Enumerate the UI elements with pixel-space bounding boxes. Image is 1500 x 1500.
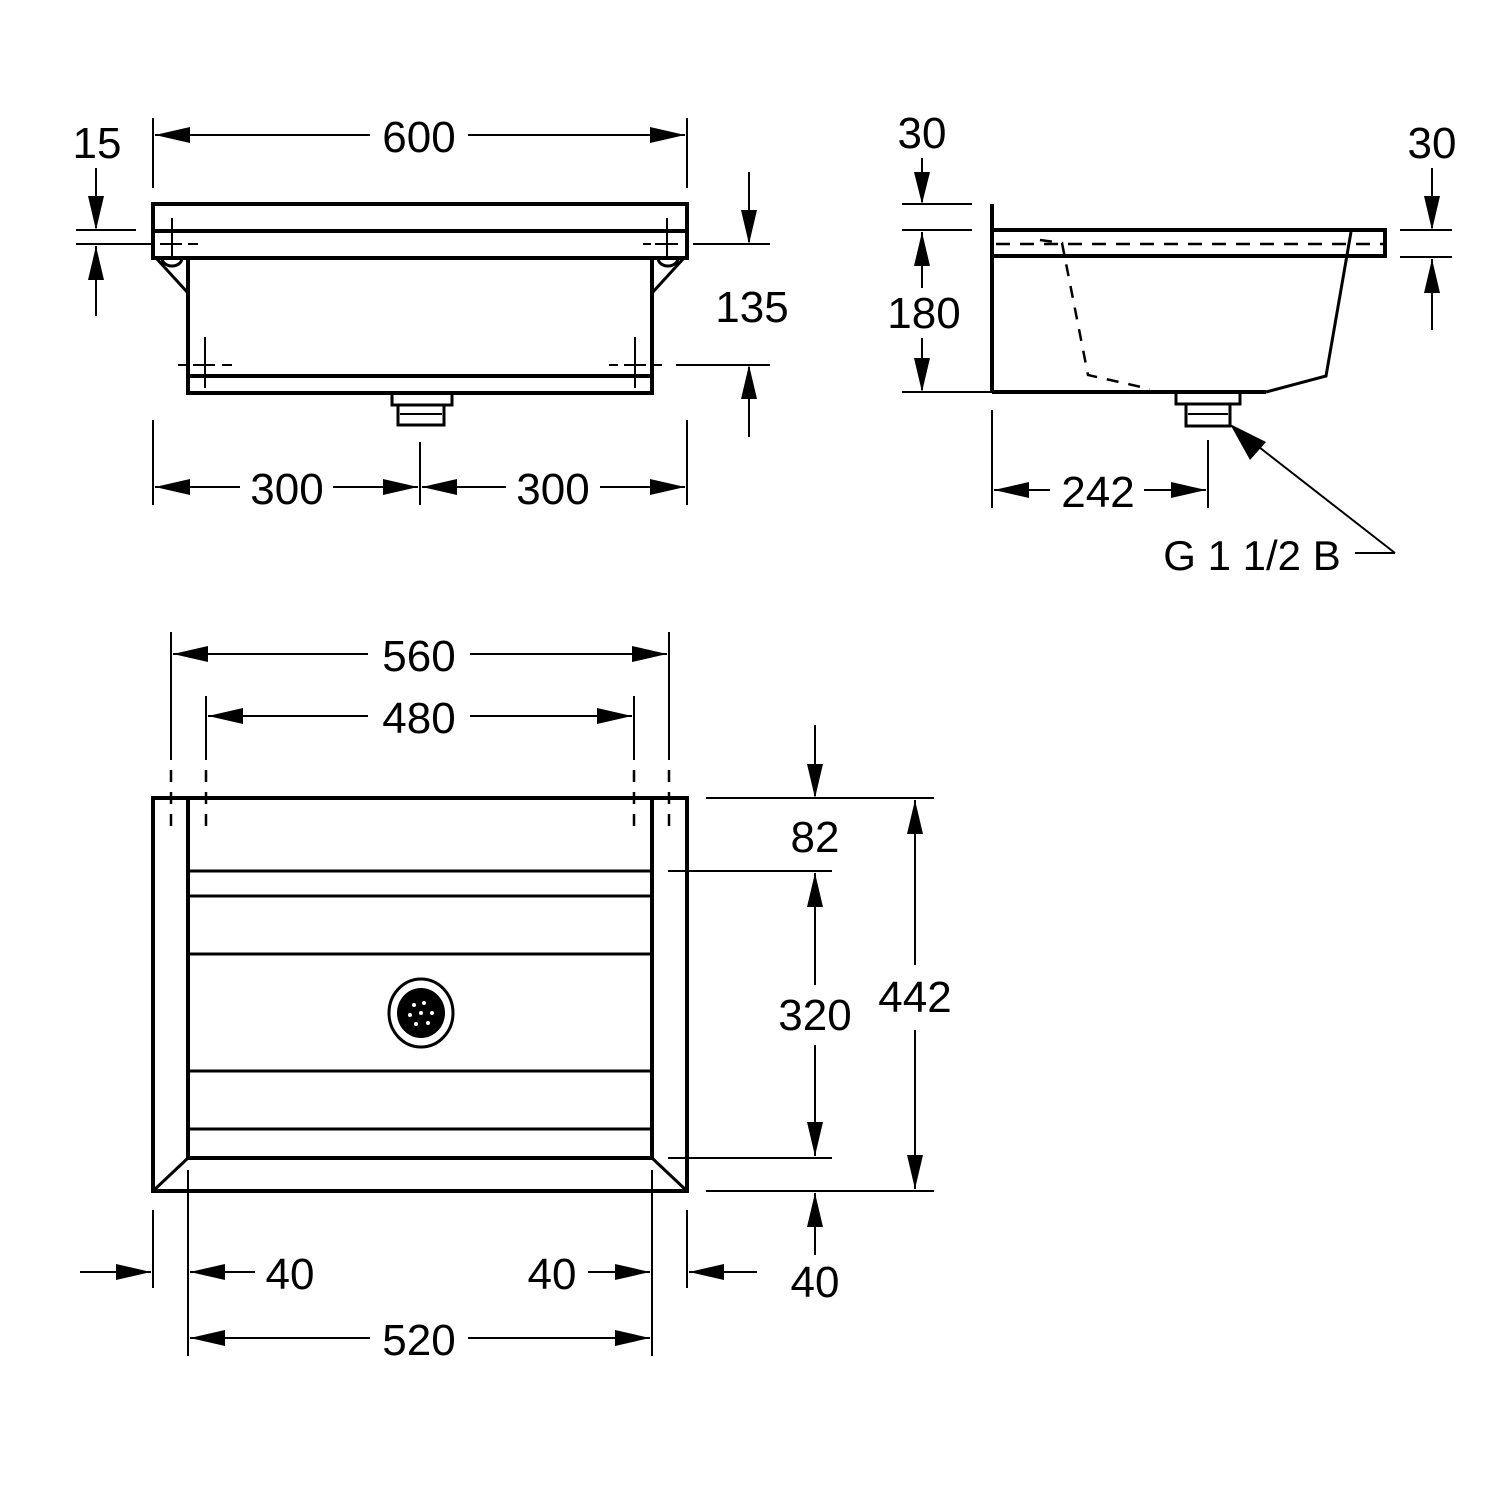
basin-front-profile — [1265, 231, 1353, 394]
top-view: 560 480 82 320 442 40 — [80, 632, 952, 1365]
dim-top-offset-left: 30 — [898, 109, 947, 158]
side-drain-fitting — [1174, 390, 1242, 428]
right-bracket-bolt-icon — [656, 257, 680, 268]
dim-right-rim: 40 — [528, 1250, 577, 1299]
dim-inner-mount-width: 480 — [382, 694, 455, 743]
dim-drain-offset: 242 — [1061, 468, 1134, 517]
dim-overall-width: 600 — [382, 113, 455, 162]
left-bracket-bolt-icon — [160, 257, 184, 268]
hidden-back-profile — [1039, 238, 1151, 391]
dim-right-half: 300 — [516, 465, 589, 514]
dim-outer-mount-width: 560 — [382, 632, 455, 681]
side-rim — [994, 228, 1387, 258]
mount-crosshair-icons — [160, 218, 678, 388]
dim-rim-thickness-right: 30 — [1408, 119, 1457, 168]
dim-inner-width: 520 — [382, 1316, 455, 1365]
dim-left-rim: 40 — [266, 1250, 315, 1299]
right-bracket — [650, 256, 686, 295]
drain-thread-label: G 1 1/2 B — [1163, 532, 1340, 579]
dim-left-half: 300 — [250, 465, 323, 514]
drain-strainer-icon — [387, 977, 455, 1049]
left-bracket — [154, 256, 190, 295]
dim-depth-height: 180 — [887, 289, 960, 338]
dim-mounting-height: 135 — [715, 283, 788, 332]
dim-overall-depth: 442 — [878, 973, 951, 1022]
side-view: 30 180 30 242 G 1 1/2 B — [887, 109, 1456, 579]
dim-front-rim: 40 — [791, 1258, 840, 1307]
top-outer-outline — [151, 796, 689, 1193]
front-drain-fitting — [390, 391, 454, 427]
dim-basin-depth: 320 — [778, 991, 851, 1040]
front-view: 600 15 135 300 300 — [73, 113, 789, 514]
dim-top-rim-thickness: 15 — [73, 119, 122, 168]
front-basin-body — [186, 256, 654, 395]
dim-back-margin: 82 — [791, 813, 840, 862]
